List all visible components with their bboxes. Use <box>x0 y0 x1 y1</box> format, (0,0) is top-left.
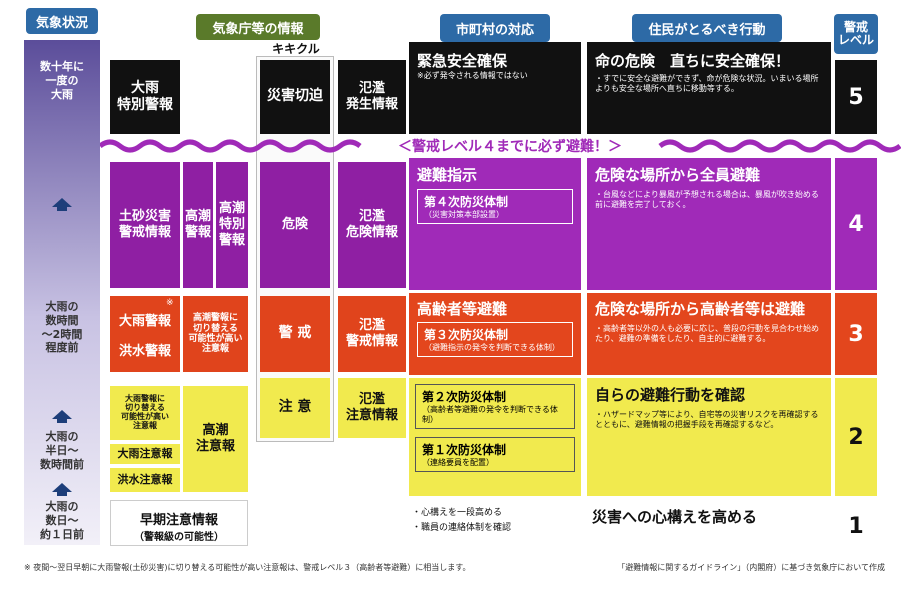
system3-title: 第３次防災体制 <box>424 328 509 342</box>
early-warning-sub: （警報級の可能性） <box>134 532 224 543</box>
timeline-days: 大雨の 数日～ 約１日前 <box>40 500 84 541</box>
municipality-l4: 避難指示 第４次防災体制 （災害対策本部設置） <box>409 158 581 290</box>
residents-l2: 自らの避難行動を確認 ・ハザードマップ等により、自宅等の災害リスクを再確認すると… <box>587 378 831 496</box>
storm-surge-warning: 高潮 警報 <box>183 162 213 288</box>
system1-sub: （連絡要員を配置） <box>422 458 494 467</box>
timeline-up-arrow-2-bar <box>57 418 67 423</box>
early-warning: 早期注意情報 <box>139 513 218 528</box>
timeline-up-arrow-1 <box>52 198 72 207</box>
prep-item-1: ・心構えを一段高める <box>412 508 503 518</box>
overflow-alert: 氾濫 警戒情報 <box>338 296 406 372</box>
rain-advisory: 大雨注意報 <box>110 444 180 464</box>
timeline-up-arrow-3-bar <box>57 491 67 496</box>
timeline-half-day: 大雨の 半日～ 数時間前 <box>40 430 84 471</box>
header-alert-level: 警戒 レベル <box>834 14 878 54</box>
residents-l4: 危険な場所から全員避難 ・台風などにより暴風が予想される場合は、暴風が吹き始める… <box>587 158 831 290</box>
level-4: 4 <box>835 158 877 290</box>
residents-l3: 危険な場所から高齢者等は避難 ・高齢者等以外の人も必要に応じ、普段の行動を見合わ… <box>587 293 831 375</box>
special-warning: 大雨 特別警報 <box>110 60 180 134</box>
timeline-up-arrow-1-bar <box>57 206 67 211</box>
kikikuru-alert: 警 戒 <box>260 296 330 372</box>
residents-l1-title: 災害への心構えを高める <box>592 508 758 526</box>
landslide-alert: 土砂災害 警戒情報 <box>110 162 180 288</box>
kikikuru-disaster: 災害切迫 <box>260 60 330 134</box>
system3-box: 第３次防災体制 （避難指示の発令を判断できる体制） <box>417 322 573 357</box>
overflow-danger: 氾濫 危険情報 <box>338 162 406 288</box>
timeline-up-arrow-3 <box>52 483 72 492</box>
residents-l5-title: 命の危険 直ちに安全確保！ <box>595 52 791 70</box>
system2-title: 第２次防災体制 <box>422 390 507 404</box>
warning-box <box>110 296 180 372</box>
evacuation-order: 避難指示 <box>417 166 478 184</box>
heavy-rain-warning: 大雨警報 <box>118 313 171 329</box>
timeline-up-arrow-2 <box>52 410 72 419</box>
system4-title: 第４次防災体制 <box>424 195 509 209</box>
timeline-rare: 数十年に 一度の 大雨 <box>40 60 84 101</box>
kikikuru-caution: 注 意 <box>260 378 330 438</box>
surge-advisory: 高潮 注意報 <box>183 386 248 492</box>
rain-advisory-switch: 大雨警報に 切り替える 可能性が高い 注意報 <box>110 386 180 440</box>
footer-note: ※ 夜間～翌日早朝に大雨警報(土砂災害)に切り替える可能性が高い注意報は、警戒レ… <box>24 563 471 572</box>
banner-text: ＜警戒レベル４までに必ず避難！＞ <box>380 136 640 156</box>
system3-sub: （避難指示の発令を判断できる体制） <box>424 343 560 352</box>
timeline-bar <box>24 40 100 545</box>
flood-advisory: 洪水注意報 <box>110 468 180 492</box>
overflow-caution: 氾濫 注意情報 <box>338 378 406 438</box>
system4-box: 第４次防災体制 （災害対策本部設置） <box>417 189 573 224</box>
system4-sub: （災害対策本部設置） <box>424 210 504 219</box>
emergency-title: 緊急安全確保 <box>417 52 508 70</box>
header-weather-status: 気象状況 <box>26 8 98 34</box>
municipality-l2: 第２次防災体制 （高齢者等避難の発令を判断できる体制） 第１次防災体制 （連絡要… <box>409 378 581 496</box>
residents-l2-title: 自らの避難行動を確認 <box>595 386 746 404</box>
municipality-l5: 緊急安全確保 ※必ず発令される情報ではない <box>409 42 581 134</box>
system2-sub: （高齢者等避難の発令を判断できる体制） <box>422 405 558 424</box>
emergency-note: ※必ず発令される情報ではない <box>417 71 528 80</box>
residents-l3-title: 危険な場所から高齢者等は避難 <box>595 300 806 318</box>
banner-wave <box>100 139 901 153</box>
header-kikikuru: キキクル <box>272 42 320 56</box>
level-1: 1 <box>848 513 864 539</box>
storm-surge-special: 高潮 特別 警報 <box>216 162 248 288</box>
header-municipality: 市町村の対応 <box>440 14 550 42</box>
system2-box: 第２次防災体制 （高齢者等避難の発令を判断できる体制） <box>415 384 575 429</box>
residents-l5: 命の危険 直ちに安全確保！ ・すでに安全な避難ができず、命が危険な状況。いまいる… <box>587 42 831 134</box>
header-residents: 住民がとるべき行動 <box>632 14 782 42</box>
level-5: 5 <box>835 60 877 134</box>
overflow-occurred: 氾濫 発生情報 <box>338 60 406 134</box>
level-3: 3 <box>835 293 877 375</box>
prep-list: ・心構えを一段高める ・職員の連絡体制を確認 <box>412 506 582 537</box>
municipality-l3: 高齢者等避難 第３次防災体制 （避難指示の発令を判断できる体制） <box>409 293 581 375</box>
warning-note-mark: ※ <box>166 298 174 308</box>
residents-l4-text: ・台風などにより暴風が予想される場合は、暴風が吹き始める前に避難を完了しておく。 <box>595 190 819 209</box>
system1-title: 第１次防災体制 <box>422 443 507 457</box>
residents-l2-text: ・ハザードマップ等により、自宅等の災害リスクを再確認するとともに、避難情報の把握… <box>595 410 819 429</box>
prep-item-2: ・職員の連絡体制を確認 <box>412 523 512 534</box>
surge-advisory-switch: 高潮警報に 切り替える 可能性が高い 注意報 <box>183 296 248 372</box>
residents-l4-title: 危険な場所から全員避難 <box>595 166 761 184</box>
level-2: 2 <box>835 378 877 496</box>
residents-l5-text: ・すでに安全な避難ができず、命が危険な状況。いまいる場所よりも安全な場所へ直ちに… <box>595 74 819 93</box>
flood-warning: 洪水警報 <box>118 343 171 359</box>
system1-box: 第１次防災体制 （連絡要員を配置） <box>415 437 575 472</box>
residents-l3-text: ・高齢者等以外の人も必要に応じ、普段の行動を見合わせ始めたり、避難の準備をしたり… <box>595 324 819 343</box>
timeline-hours: 大雨の 数時間 ～2時間 程度前 <box>41 300 83 355</box>
early-warning-box: 早期注意情報 （警報級の可能性） <box>110 500 248 546</box>
elderly-evac: 高齢者等避難 <box>417 300 508 318</box>
header-jma-info: 気象庁等の情報 <box>196 14 320 40</box>
footer-source: 「避難情報に関するガイドライン」（内閣府）に基づき気象庁において作成 <box>617 563 885 572</box>
kikikuru-danger: 危険 <box>260 162 330 288</box>
